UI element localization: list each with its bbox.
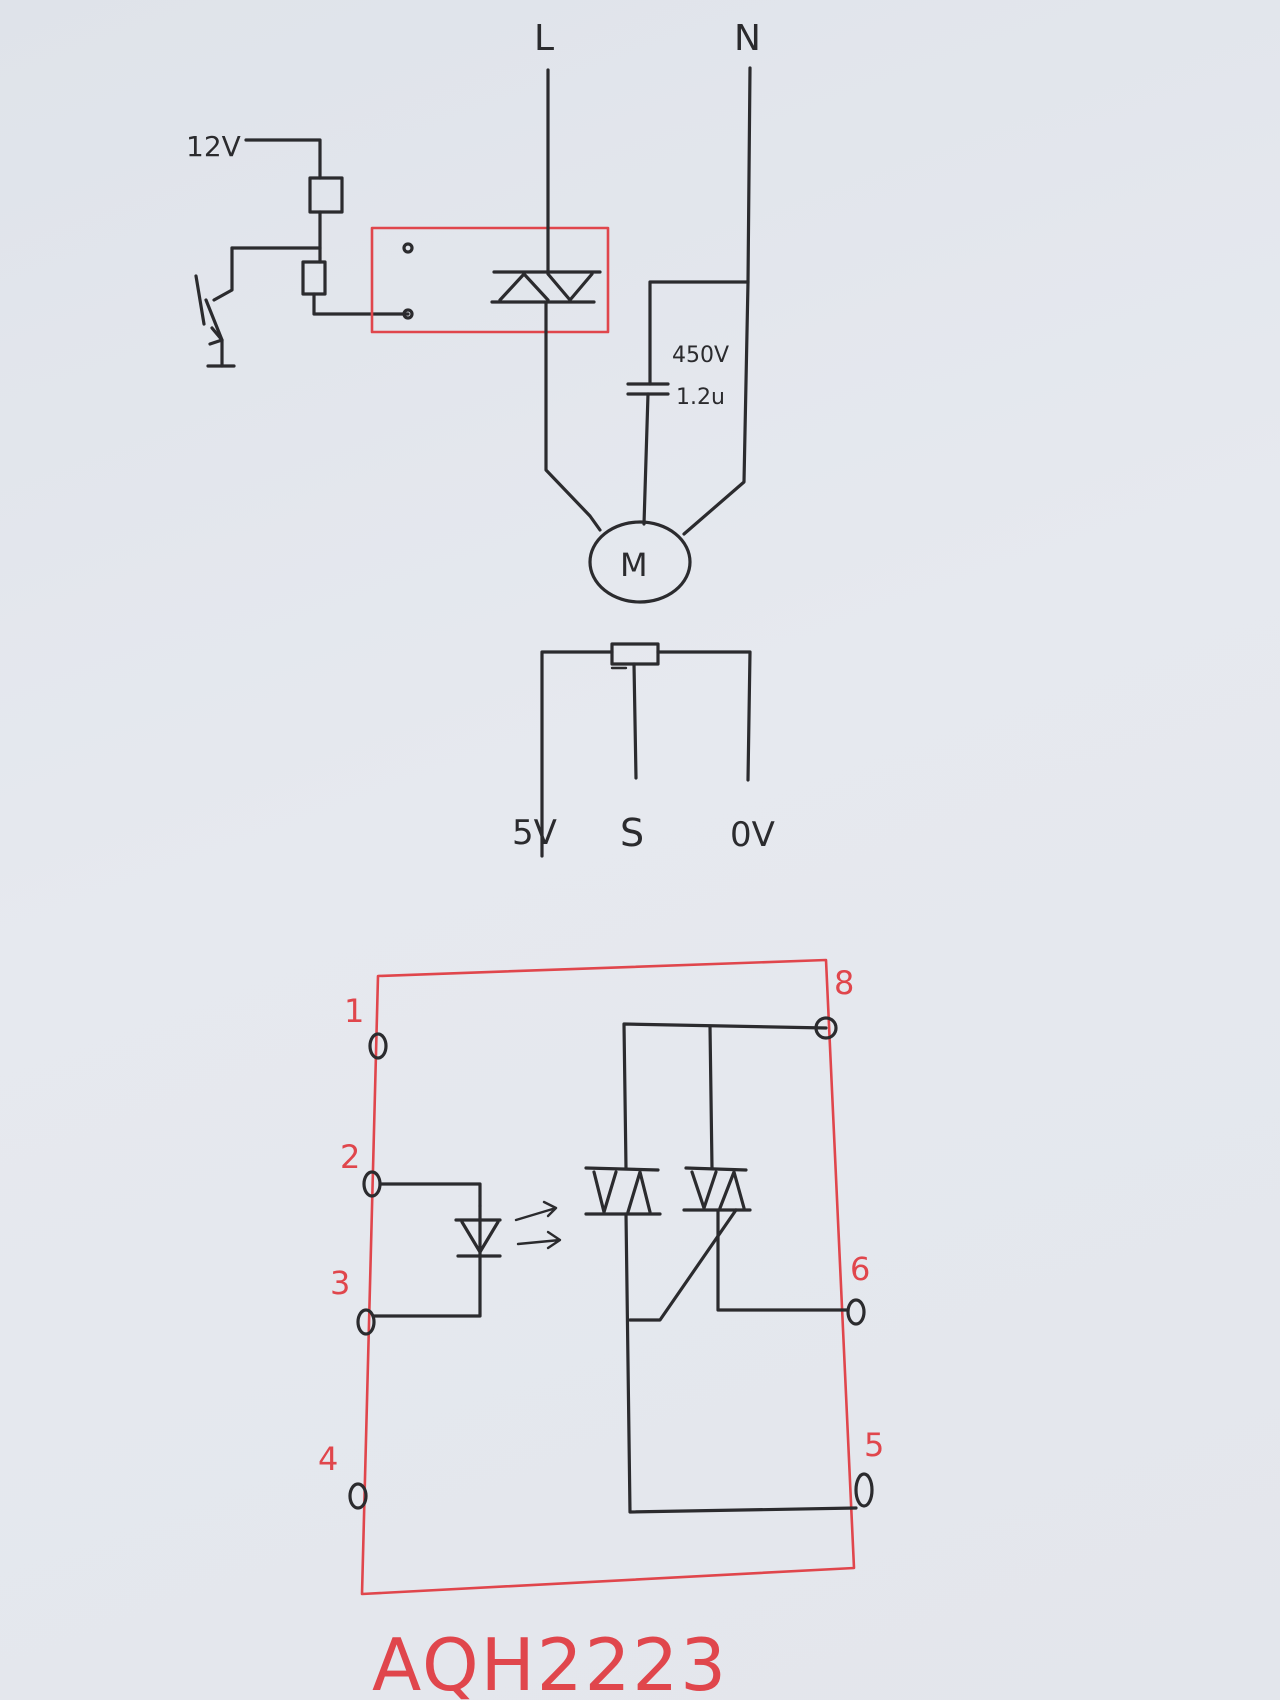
resistor-upper (308, 176, 344, 214)
wire-node (230, 246, 322, 264)
pin-6 (846, 1298, 866, 1326)
pin-1-label: 1 (344, 992, 364, 1030)
terminal-dot-upper (402, 242, 414, 254)
pin-4-label: 4 (318, 1440, 338, 1478)
npn-transistor-symbol (194, 246, 236, 368)
module-outline (360, 958, 856, 1596)
pin-1 (368, 1032, 388, 1060)
pin-3 (356, 1308, 376, 1336)
output-triac-pair-symbol (584, 1022, 858, 1514)
solid-state-relay-box (370, 226, 610, 334)
wire-capacitor-branch (648, 280, 750, 386)
resistor-lower (301, 260, 327, 296)
wire-line-n (682, 66, 752, 536)
pin-4 (348, 1482, 368, 1510)
capacitor-voltage-label: 450V (672, 343, 729, 368)
pin-6-label: 6 (850, 1250, 870, 1288)
terminal-dot-lower (402, 308, 414, 320)
pin-5-label: 5 (864, 1426, 884, 1464)
light-arrows-icon (514, 1200, 562, 1250)
motor-symbol (588, 520, 692, 604)
sensor-s-label: S (620, 811, 644, 855)
sensor-0v-label: 0V (730, 815, 775, 855)
part-number-label: AQH2223 (372, 1623, 728, 1700)
line-n-label: N (734, 18, 761, 59)
line-l-label: L (534, 18, 554, 59)
driver-circuit: 12V L N (186, 18, 775, 858)
supply-12v-label: 12V (186, 130, 241, 163)
input-led-symbol (372, 1182, 502, 1318)
pin-2-label: 2 (340, 1138, 360, 1176)
sensor-5v-label: 5V (512, 813, 557, 853)
wire-12v (244, 138, 322, 180)
triac-symbol (490, 270, 602, 304)
aqh-module-diagram: 1 2 3 4 5 6 8 (318, 958, 884, 1596)
sensor-circuit (540, 642, 752, 858)
pin-5 (854, 1472, 874, 1508)
sensor-element (610, 642, 660, 666)
motor-label: M (620, 546, 648, 584)
pin-3-label: 3 (330, 1264, 350, 1302)
capacitor-value-label: 1.2u (676, 385, 725, 410)
pin-8-label: 8 (834, 964, 854, 1002)
